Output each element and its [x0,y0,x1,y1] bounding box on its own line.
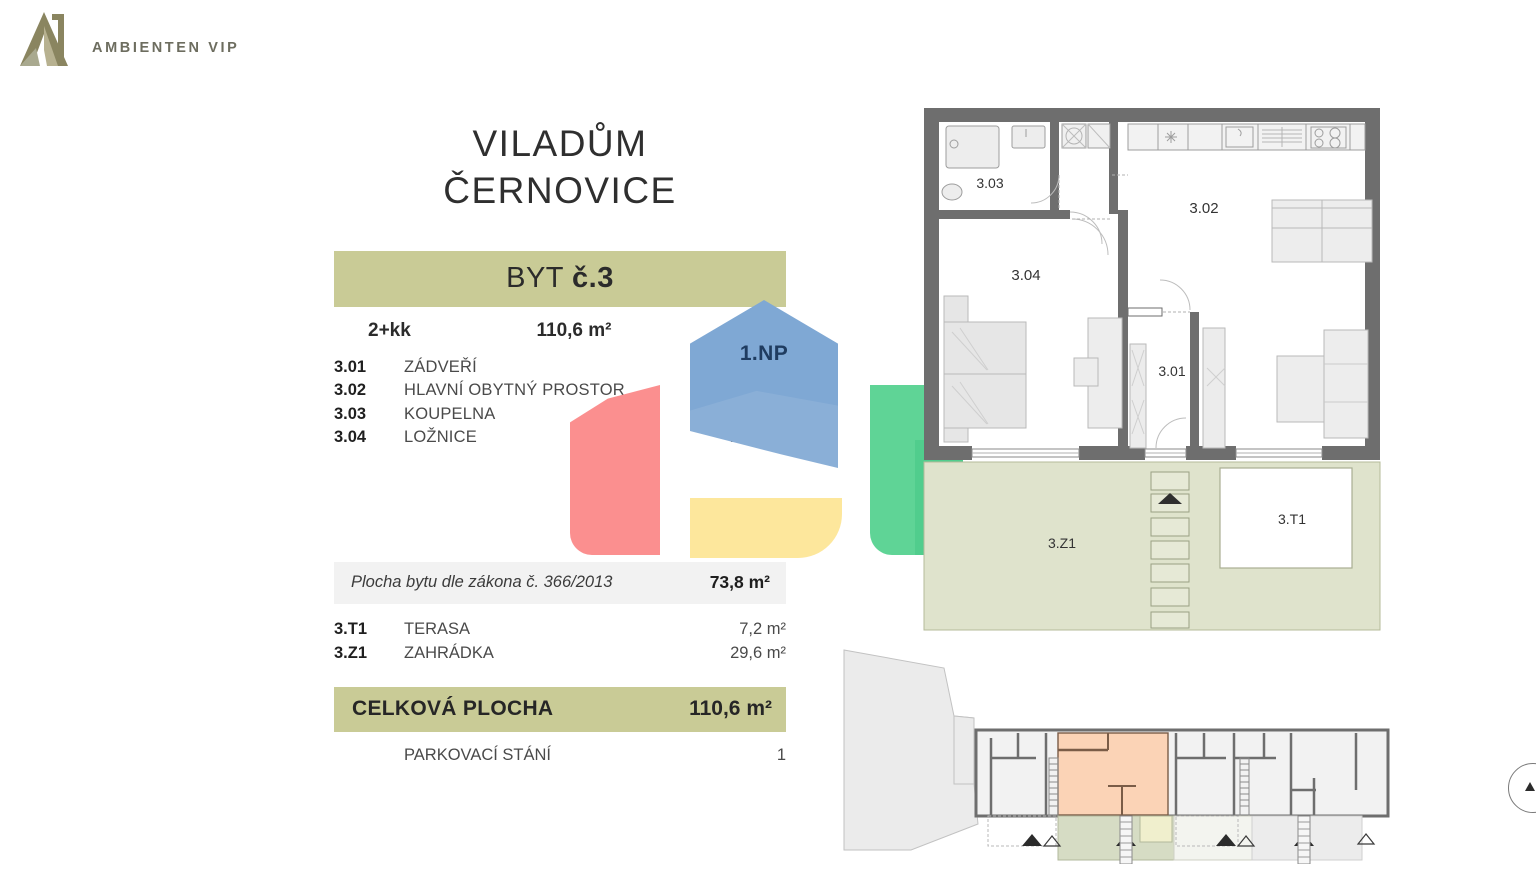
brand-logo: AMBIENTEN VIP [14,8,314,76]
exterior-row: 3.Z1 ZAHRÁDKA 29,6 m² [334,641,786,665]
plan-label-bedroom: 3.04 [1011,267,1040,284]
site-plan [836,638,1396,865]
exterior-list: 3.T1 TERASA 7,2 m² 3.Z1 ZAHRÁDKA 29,6 m² [334,617,786,665]
unit-bar-prefix: BYT [506,262,565,295]
law-area-label: Plocha bytu dle zákona č. 366/2013 [351,573,613,592]
room-name: HLAVNÍ OBYTNÝ PROSTOR [404,381,625,400]
parking-row: PARKOVACÍ STÁNÍ 1 [334,746,786,765]
room-code: 3.01 [334,357,367,376]
room-name: ZÁDVEŘÍ [404,357,477,376]
exterior-area: 29,6 m² [730,643,786,662]
plan-label-terrace: 3.T1 [1278,511,1306,527]
room-name: LOŽNICE [404,428,477,447]
unit-header-bar: BYT č.3 [334,250,786,307]
exterior-code: 3.T1 [334,619,368,638]
page-title: VILADŮM ČERNOVICE [334,120,786,215]
project-title-line1: VILADŮM [472,123,648,164]
law-area-value: 73,8 m² [709,572,770,593]
unit-summary-row: 2+kk 110,6 m² [334,320,786,342]
unit-disposition: 2+kk [368,319,411,341]
plan-label-living: 3.02 [1189,200,1218,217]
law-area-bar: Plocha bytu dle zákona č. 366/2013 73,8 … [334,561,786,604]
compass-needle-icon [1525,782,1535,791]
total-area-bar: CELKOVÁ PLOCHA 110,6 m² [334,686,786,732]
brand-name: AMBIENTEN VIP [92,40,240,56]
parking-label: PARKOVACÍ STÁNÍ [404,745,552,764]
plan-label-garden: 3.Z1 [1048,535,1076,551]
exterior-name: TERASA [404,619,471,638]
exterior-code: 3.Z1 [334,643,368,662]
unit-info-panel: VILADŮM ČERNOVICE BYT č.3 2+kk 110,6 m² … [334,120,786,765]
parking-value: 1 [776,745,786,764]
plan-label-hall: 3.01 [1158,363,1185,379]
project-title-line2: ČERNOVICE [443,170,677,212]
compass-icon [1508,763,1536,813]
exterior-row: 3.T1 TERASA 7,2 m² [334,617,786,641]
site-highlight-unit [1057,732,1169,816]
decor-shape-red [570,385,660,555]
unit-total-area: 110,6 m² [536,319,612,341]
decor-shape-blue-wave [690,390,838,468]
total-area-label: CELKOVÁ PLOCHA [352,697,554,721]
mountain-a-logo-icon [20,12,68,66]
decor-shape-yellow [690,498,842,558]
room-code: 3.04 [334,428,367,447]
exterior-name: ZAHRÁDKA [404,643,494,662]
floor-plan-drawing: 3.03 3.04 3.02 3.01 3.Z1 3.T1 [923,108,1381,631]
site-plan-drawing [843,649,1390,865]
room-code: 3.02 [334,381,367,400]
plan-label-bathroom: 3.03 [976,175,1003,191]
unit-bar-number: č.3 [572,262,614,295]
exterior-area: 7,2 m² [739,619,786,638]
room-code: 3.03 [334,404,367,423]
floor-badge-label: 1.NP [739,342,789,365]
floor-plan: 3.03 3.04 3.02 3.01 3.Z1 3.T1 [922,100,1382,635]
room-name: KOUPELNA [404,404,496,423]
total-area-value: 110,6 m² [689,697,772,721]
